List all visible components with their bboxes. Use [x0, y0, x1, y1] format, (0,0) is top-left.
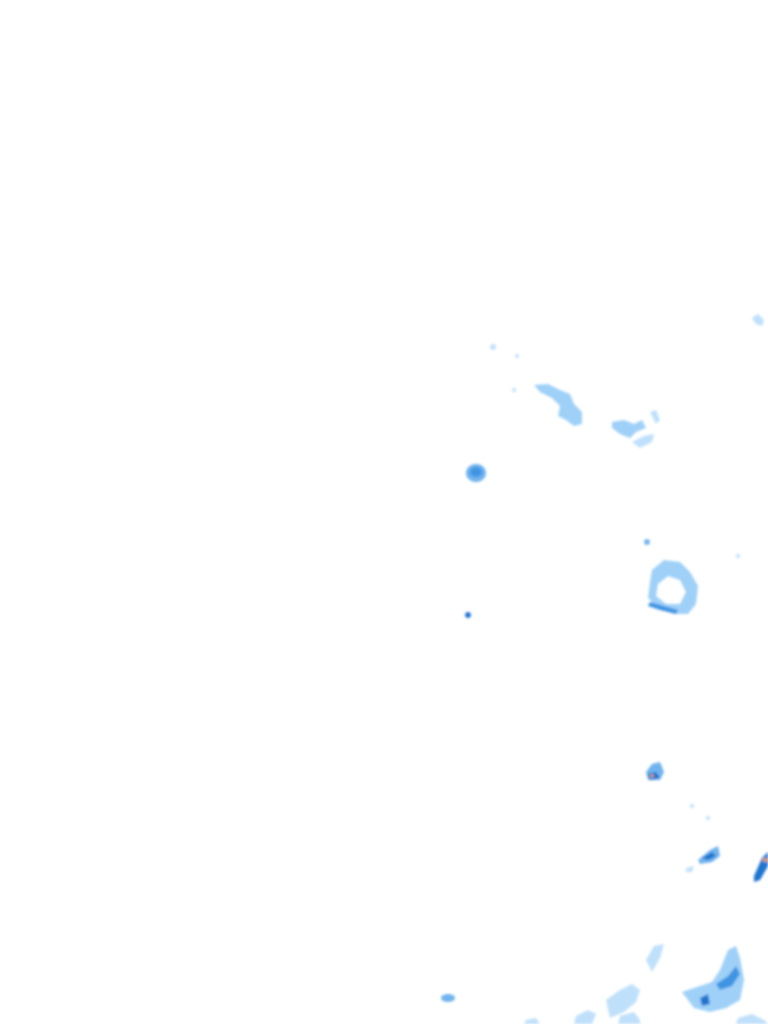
- echo-cluster-top-right: [490, 314, 764, 392]
- echo-cell-isolated: [465, 464, 486, 618]
- echo-ring: [644, 539, 740, 614]
- echo-cell-south: [646, 762, 768, 882]
- echo-cluster-bottom: [441, 944, 768, 1024]
- echo-band-north: [534, 384, 660, 448]
